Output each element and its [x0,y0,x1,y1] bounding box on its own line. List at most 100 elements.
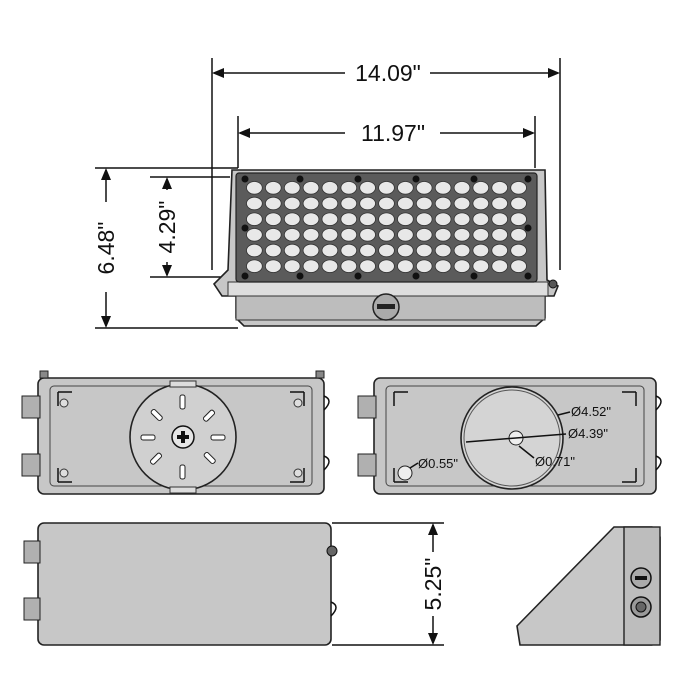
led-lens [397,243,414,258]
photocell-slot [377,304,395,309]
led-lens [378,196,395,211]
led-lens [397,212,414,226]
screw-icon [326,545,338,557]
led-lens [246,212,263,226]
hinge-left-top [23,540,41,564]
led-lens [302,212,320,226]
led-lens [415,196,433,211]
screw-icon [296,175,304,183]
front-view: 14.09" 11.97" 6.48" 4.29" [93,58,561,329]
side-view [516,526,661,646]
led-lens [397,196,414,211]
hinge-left-top [21,395,41,419]
led-lens [415,259,433,273]
led-lens [264,243,282,258]
hinge-left-bottom [357,453,377,477]
screw-icon [412,175,420,183]
led-lens [434,228,452,242]
plate-slots [140,394,226,480]
lens-width-label: 11.97" [361,120,425,146]
led-lens [415,228,433,242]
plate-tab-top [169,380,197,388]
hinge-left-top [357,395,377,419]
led-lens [510,196,527,211]
screw-icon [470,175,478,183]
arrowhead [428,523,438,535]
led-lens [359,228,376,242]
led-lens [472,181,490,195]
led-lens [378,228,395,242]
screw-icon [354,272,362,280]
led-lens [453,212,471,226]
led-lens [340,196,358,211]
led-lens [491,196,509,211]
led-lens [434,181,452,195]
led-lens [359,181,376,195]
led-array [241,175,532,280]
tab-right-top [655,395,662,411]
arrowhead [162,177,172,189]
plate-tab-bottom [169,486,197,494]
led-lens [359,243,376,258]
screw-icon [241,175,249,183]
led-lens [510,243,527,258]
led-lens [472,243,490,258]
leader-line [557,411,571,416]
led-lens [321,259,339,273]
led-lens [510,259,527,273]
overall-width-label: 14.09" [355,60,421,86]
top-view: 5.25" [23,522,446,646]
screw-icon [470,272,478,280]
top-housing [37,522,332,646]
led-lens [397,228,414,242]
callout-d071: Ø0.71" [535,454,575,469]
back-view-mount [21,370,330,495]
callout-d452: Ø4.52" [571,404,611,419]
led-lens [472,196,490,211]
led-lens [378,243,395,258]
led-lens [472,259,490,273]
led-lens [264,228,282,242]
led-lens [283,243,301,258]
led-lens [283,259,301,273]
led-lens [453,243,471,258]
led-lens [246,181,263,195]
knockout-circle-inner [463,389,561,487]
led-lens [378,259,395,273]
led-lens [491,181,509,195]
leader-line [409,462,419,469]
led-lens [246,243,263,258]
conduit-port-core [635,601,647,613]
led-lens [359,259,376,273]
led-lens [434,259,452,273]
led-lens [264,212,282,226]
led-lens [453,228,471,242]
led-lens [283,228,301,242]
tab-right-bottom [323,455,330,471]
lens-height-label: 4.29" [154,201,180,254]
tab-right-top [323,395,330,411]
led-lens [359,196,376,211]
led-lens [321,243,339,258]
led-lens [302,228,320,242]
overall-height-label: 6.48" [93,222,119,275]
leader-line [518,445,535,459]
arrowhead [101,168,111,180]
led-lens [283,196,301,211]
led-lens [415,212,433,226]
tab-right [330,601,337,617]
arrowhead [238,128,250,138]
corner-brackets [57,391,305,483]
led-lens [434,196,452,211]
depth-label: 5.25" [420,558,446,611]
led-lens [415,243,433,258]
led-lens [302,243,320,258]
screw-icon [241,272,249,280]
screw-icon [241,224,249,232]
screw-icon [354,175,362,183]
arrowhead [523,128,535,138]
led-lens [378,212,395,226]
tab-right-bottom [655,455,662,471]
screw-icon [524,272,532,280]
